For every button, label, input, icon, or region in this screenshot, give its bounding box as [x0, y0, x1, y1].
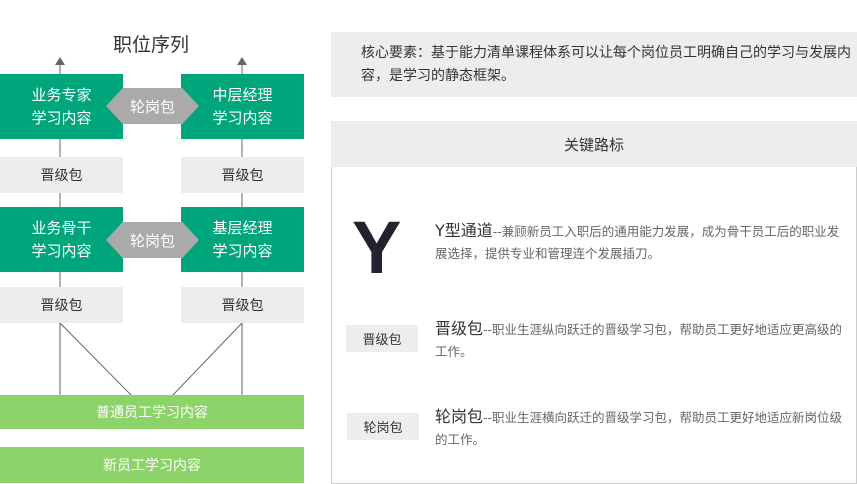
promotion-package: 晋级包: [181, 287, 304, 323]
promotion-package: 晋级包: [181, 157, 304, 193]
expert-content-box: 业务专家学习内容: [0, 74, 123, 139]
promotion-package: 晋级包: [0, 157, 123, 193]
arrow-up-icon: [55, 57, 65, 65]
y-channel-icon: Y: [352, 206, 402, 289]
rotation-package-arrow: 轮岗包: [106, 222, 199, 258]
promotion-package: 晋级包: [0, 287, 123, 323]
middle-manager-content-box: 中层经理学习内容: [181, 74, 304, 139]
rotation-package-arrow: 轮岗包: [106, 88, 199, 124]
diagram-title: 职位序列: [112, 34, 189, 56]
rotation-package-tag: 轮岗包: [347, 413, 419, 440]
backbone-content-box: 业务骨干学习内容: [0, 207, 123, 272]
promotion-package-tag: 晋级包: [346, 325, 418, 352]
common-employee-content: 普通员工学习内容: [0, 395, 304, 429]
arrow-up-icon: [237, 57, 247, 65]
y-channel-description: Y型通道--兼顾新员工入职后的通用能力发展，成为骨干员工后的职业发展选择，提供专…: [435, 221, 840, 261]
key-milestones-header: 关键路标: [331, 121, 857, 167]
base-manager-content-box: 基层经理学习内容: [181, 207, 304, 272]
rotation-package-description: 轮岗包--职业生涯横向跃迁的晋级学习包，帮助员工更好地适应新岗位级的工作。: [435, 407, 843, 447]
new-employee-content: 新员工学习内容: [0, 447, 304, 483]
core-elements-note: 核心要素：基于能力清单课程体系可以让每个岗位员工明确自己的学习与发展内容，是学习…: [331, 32, 857, 97]
promotion-package-description: 晋级包--职业生涯纵向跃迁的晋级学习包，帮助员工更好地适应更高级的工作。: [435, 319, 843, 359]
